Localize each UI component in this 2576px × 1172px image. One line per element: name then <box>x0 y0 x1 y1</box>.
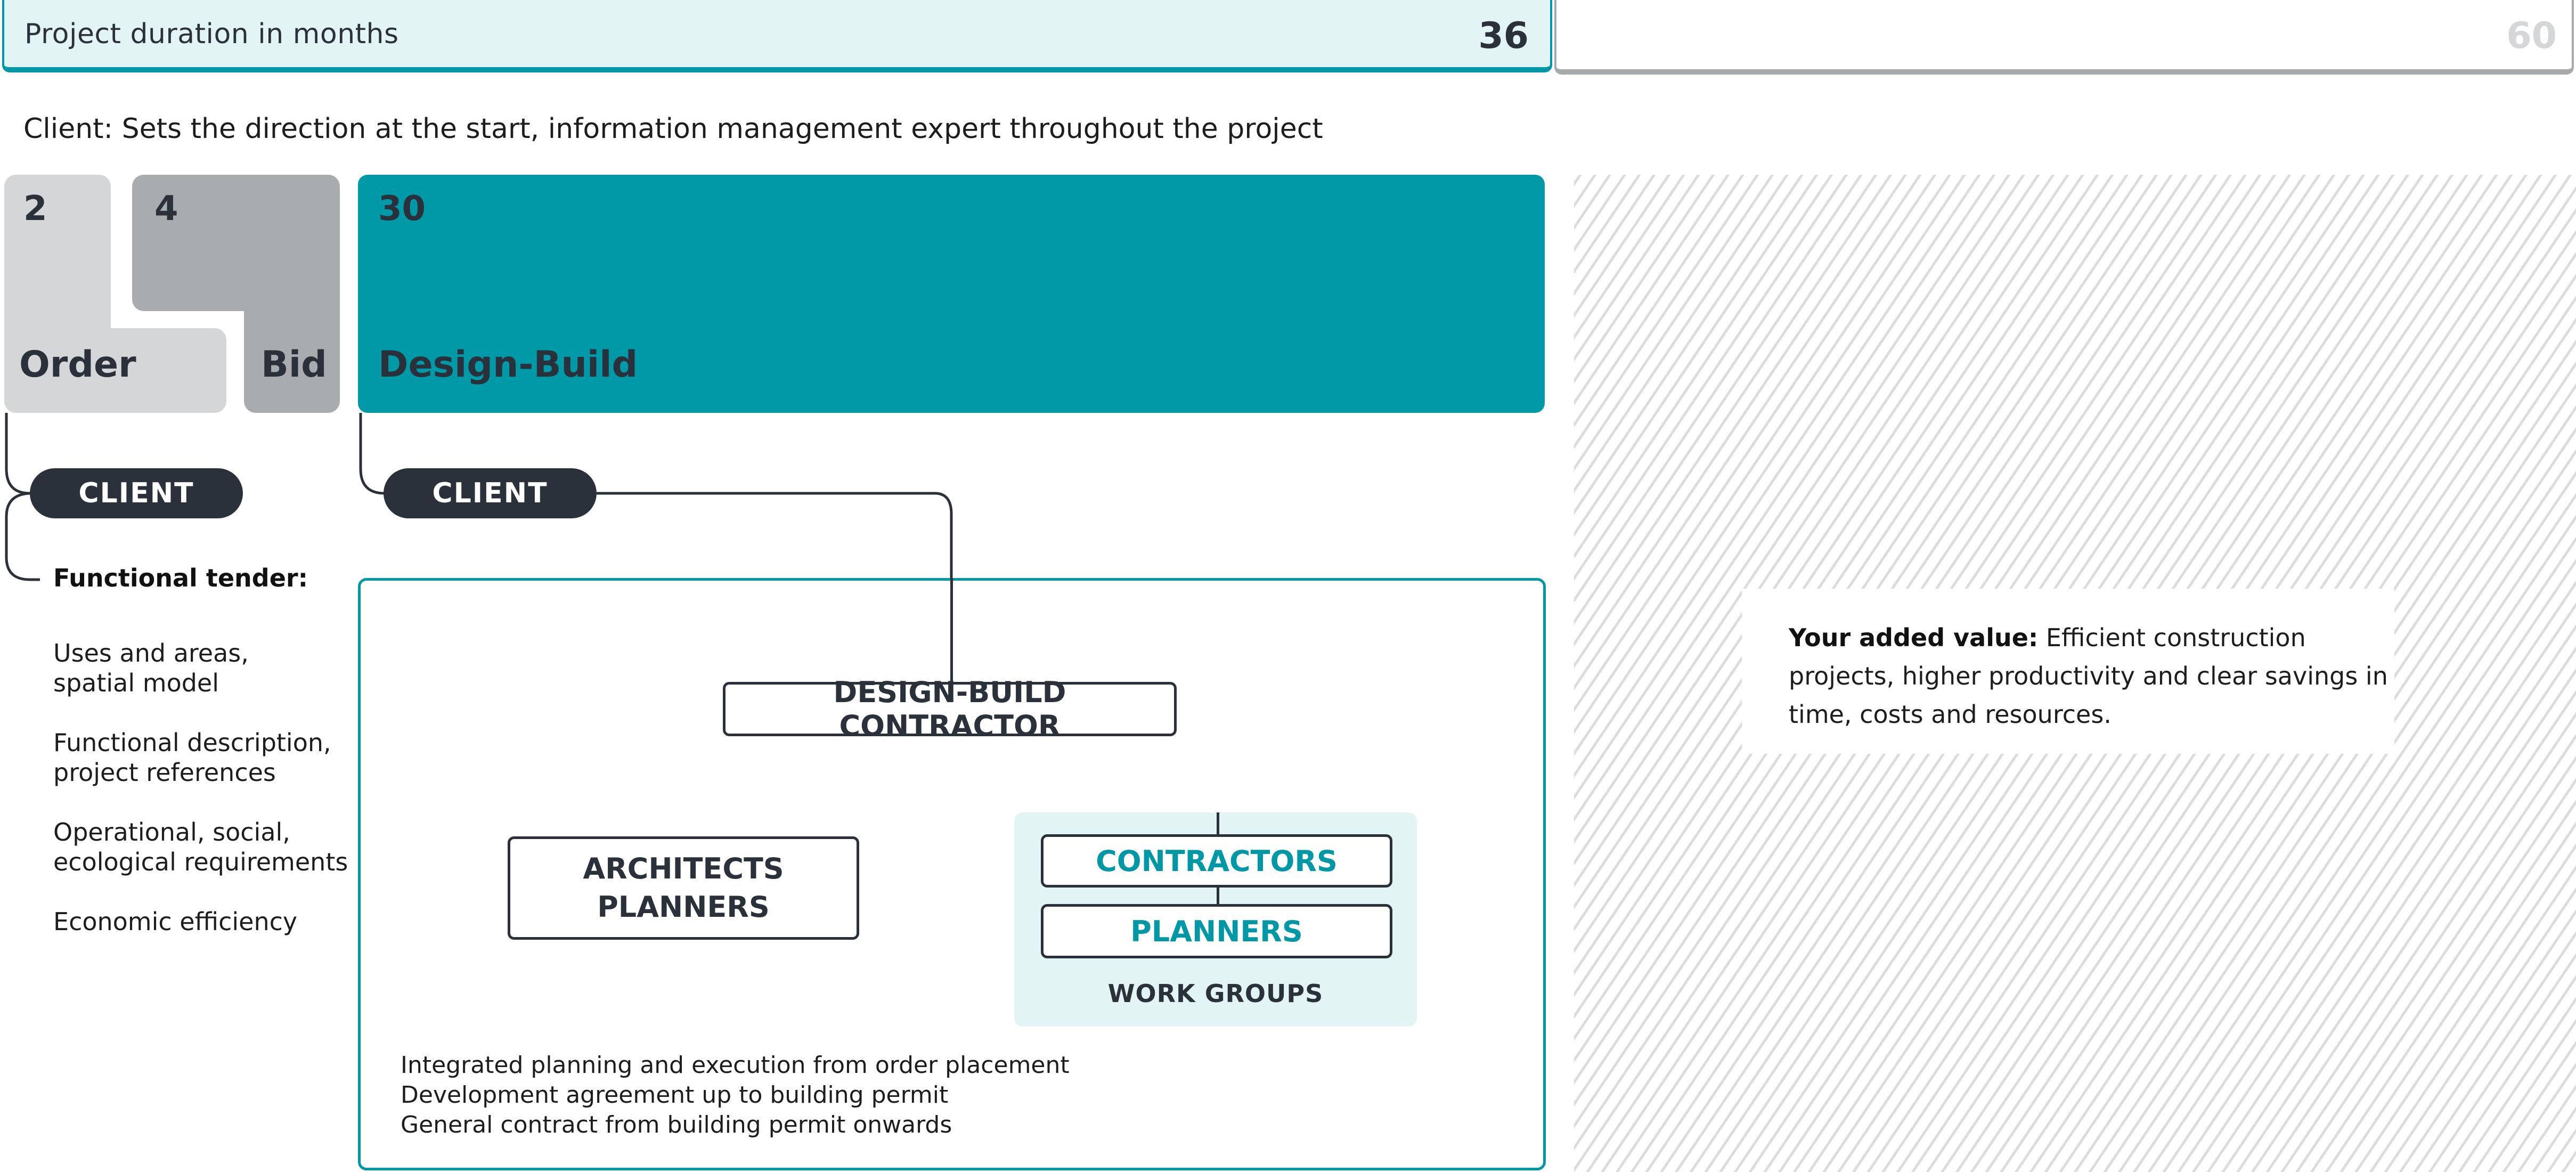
phase-bid-months: 4 <box>154 189 178 229</box>
connector-line <box>950 578 953 683</box>
added-value-text: Efficient construction projects, higher … <box>1789 623 2388 729</box>
design-build-contractor-node: DESIGN-BUILD CONTRACTOR <box>723 675 1177 743</box>
duration-progress-fill <box>2 0 1552 72</box>
duration-value: 36 <box>1478 15 1529 57</box>
functional-tender-title: Functional tender: <box>53 564 308 592</box>
client-pill-left: CLIENT <box>30 468 243 518</box>
functional-tender-item: Functional description, project referenc… <box>53 728 331 787</box>
planners-node: PLANNERS <box>1041 904 1392 958</box>
phase-order-months: 2 <box>23 189 47 229</box>
duration-max: 60 <box>2506 15 2557 57</box>
phase-bid-label: Bid <box>261 344 327 386</box>
added-value-label: Your added value: <box>1789 623 2039 652</box>
functional-tender-item: Operational, social, ecological requirem… <box>53 818 348 876</box>
architects-planners-node: ARCHITECTS PLANNERS <box>508 836 859 940</box>
functional-tender-item: Uses and areas, spatial model <box>53 639 249 697</box>
phase-bid-block-foot <box>244 175 340 413</box>
client-role-subtitle: Client: Sets the direction at the start,… <box>23 113 1323 145</box>
client-pill-design-build: CLIENT <box>384 468 597 518</box>
work-groups-label: WORK GROUPS <box>1107 979 1324 1008</box>
phase-design-build-label: Design-Build <box>378 344 638 386</box>
phase-order-label: Order <box>19 344 136 386</box>
contractors-node: CONTRACTORS <box>1041 834 1392 888</box>
phase-design-build-block <box>358 175 1545 413</box>
functional-tender-item: Economic efficiency <box>53 907 298 936</box>
connector-line <box>1217 812 1219 836</box>
phase-order-block-foot <box>4 328 226 413</box>
duration-progress-remaining <box>1554 0 2574 75</box>
duration-label: Project duration in months <box>25 18 399 50</box>
design-build-notes: Integrated planning and execution from o… <box>401 1052 1070 1138</box>
phase-design-build-months: 30 <box>378 189 426 229</box>
connector-line <box>1217 888 1219 905</box>
added-value-box: Your added value: Efficient construction… <box>1742 589 2394 754</box>
